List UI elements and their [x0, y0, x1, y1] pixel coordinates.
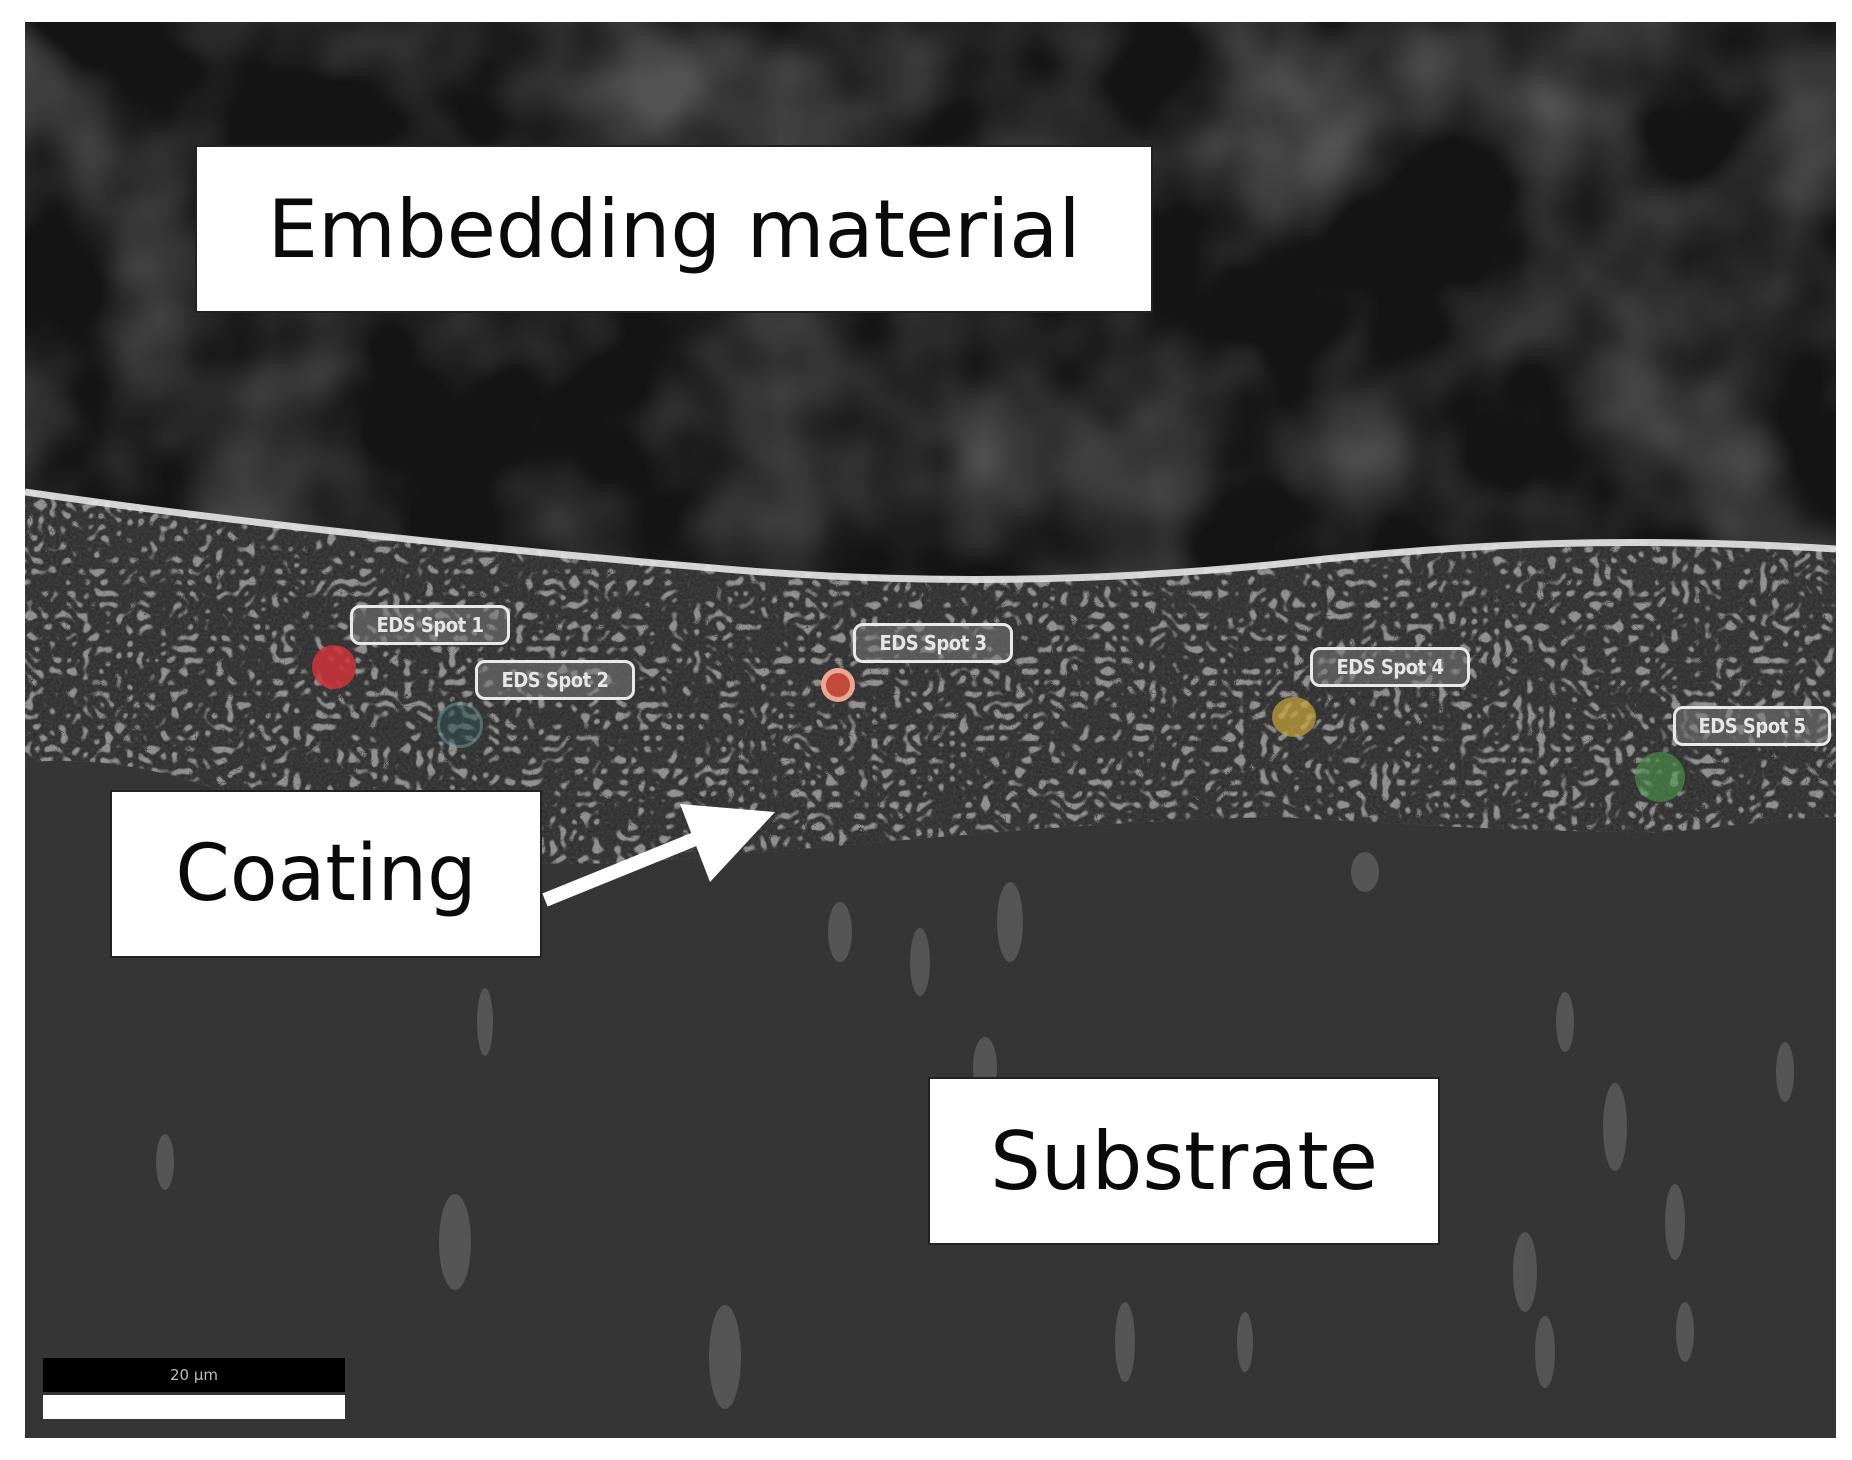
- scale-bar-line: [43, 1395, 345, 1419]
- sem-micrograph: Embedding material Coating Substrate EDS…: [25, 22, 1836, 1438]
- eds-spot-4-marker: [1272, 697, 1316, 737]
- eds-spot-2-marker: [437, 702, 483, 748]
- eds-spot-1-tag: EDS Spot 1: [350, 605, 510, 645]
- arrow-icon: [542, 804, 775, 907]
- eds-spot-4-text: EDS Spot 4: [1336, 655, 1444, 679]
- eds-spot-3-tag: EDS Spot 3: [853, 623, 1013, 663]
- scale-bar-label-box: 20 µm: [43, 1358, 345, 1392]
- scale-bar-text: 20 µm: [169, 1366, 218, 1384]
- eds-spot-5-tag: EDS Spot 5: [1673, 706, 1831, 746]
- embedding-material-text: Embedding material: [267, 182, 1081, 276]
- eds-spot-3-text: EDS Spot 3: [879, 631, 987, 655]
- coating-label: Coating: [110, 790, 542, 958]
- eds-spot-2-text: EDS Spot 2: [501, 668, 609, 692]
- eds-spot-5-text: EDS Spot 5: [1698, 714, 1806, 738]
- eds-spot-1-text: EDS Spot 1: [376, 613, 484, 637]
- eds-spot-2-tag: EDS Spot 2: [475, 660, 635, 700]
- eds-spot-5-marker: [1635, 752, 1685, 802]
- scale-bar: 20 µm: [43, 1358, 345, 1422]
- substrate-text: Substrate: [990, 1114, 1378, 1208]
- coating-text: Coating: [175, 829, 477, 919]
- substrate-label: Substrate: [928, 1077, 1440, 1245]
- eds-spot-3-marker: [821, 668, 855, 702]
- eds-spot-1-marker: [312, 645, 356, 689]
- embedding-material-label: Embedding material: [195, 145, 1153, 313]
- eds-spot-4-tag: EDS Spot 4: [1310, 647, 1470, 687]
